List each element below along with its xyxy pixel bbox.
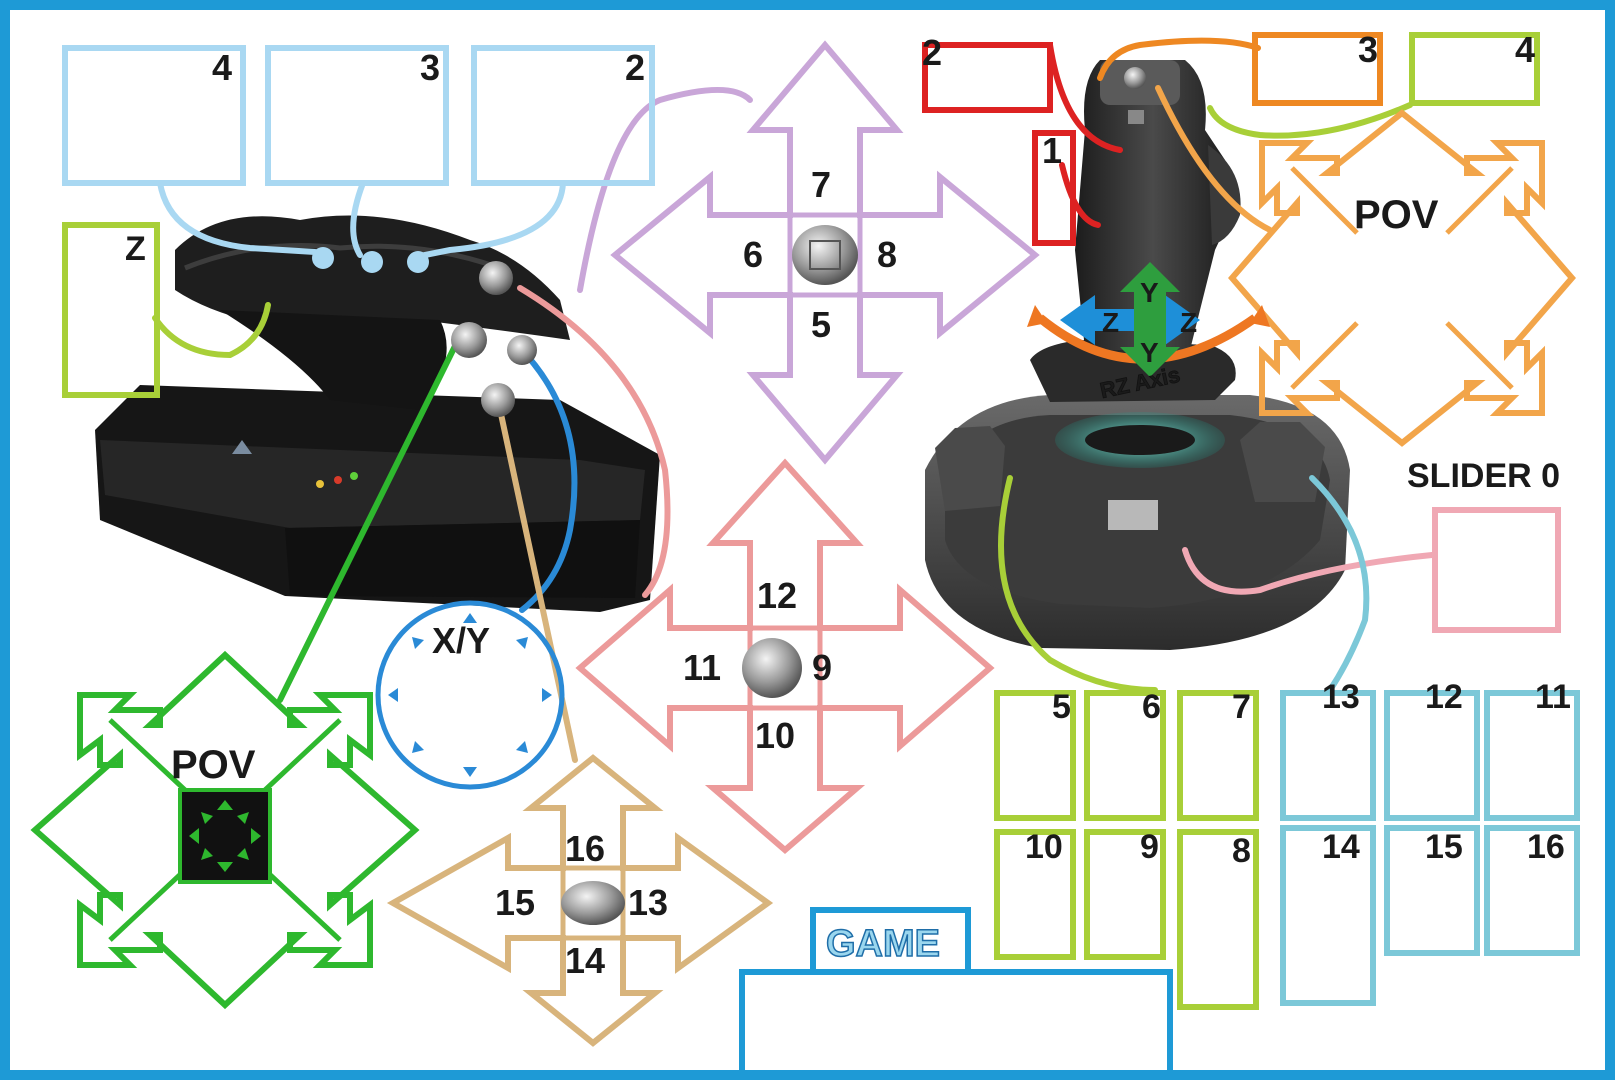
xy-axis-circle: X/Y — [378, 603, 562, 787]
hat2-right-label: 9 — [812, 647, 832, 688]
hat-knob — [742, 638, 802, 698]
throttle-button-boxes: 4 3 2 — [65, 47, 652, 183]
axis-z-right: Z — [1180, 307, 1197, 338]
axis-y-top: Y — [1140, 277, 1159, 308]
bank-button-label: 11 — [1535, 678, 1571, 716]
joy-button-2-box — [925, 45, 1050, 110]
hat1-connector — [580, 90, 750, 290]
bank-button-label: 6 — [1142, 688, 1161, 726]
bank-button-label: 8 — [1232, 832, 1251, 870]
joy-button-4-label: 4 — [1515, 29, 1535, 70]
z-axis-box: Z — [65, 225, 157, 395]
axis-y-bottom: Y — [1140, 337, 1159, 368]
axis-z-left: Z — [1102, 307, 1119, 338]
bank-button-label: 14 — [1322, 828, 1360, 866]
hat1-down-label: 5 — [811, 304, 831, 345]
hat-knob — [561, 881, 625, 925]
throttle-button-label: 3 — [420, 47, 440, 88]
bank-button-label: 7 — [1232, 688, 1251, 726]
joy-button-3-label: 3 — [1358, 29, 1378, 70]
hat1-right-label: 8 — [877, 234, 897, 275]
bank-button-label: 9 — [1140, 828, 1159, 866]
pov-right-label: POV — [1354, 193, 1439, 237]
hat3-left-label: 15 — [495, 882, 535, 923]
throttle-device-image — [95, 216, 660, 613]
bank-button-label: 13 — [1322, 678, 1360, 716]
hat-switch-3: 16 15 13 14 — [393, 758, 768, 1043]
pov-hat-left: POV — [35, 655, 415, 1005]
hat2-left-label: 11 — [683, 647, 721, 688]
xy-label: X/Y — [432, 620, 490, 661]
joy-button-1-label: 1 — [1042, 130, 1062, 171]
hat1-up-label: 7 — [811, 164, 831, 205]
throttle-button-label: 2 — [625, 47, 645, 88]
bank-button-label: 15 — [1425, 828, 1463, 866]
pov-hat-right: POV — [1232, 113, 1572, 443]
hat-knob — [792, 225, 858, 285]
pov-star-outline — [1232, 113, 1572, 443]
hat1-left-label: 6 — [743, 234, 763, 275]
joystick-right-button-bank: 13 12 11 14 15 16 — [1283, 678, 1577, 1003]
hat2-up-label: 12 — [757, 575, 797, 616]
joy-button-2-label: 2 — [922, 32, 942, 73]
z-axis-label: Z — [125, 230, 146, 268]
slider-label: SLIDER 0 — [1407, 457, 1560, 495]
pov-left-label: POV — [171, 743, 256, 787]
hat3-up-label: 16 — [565, 828, 605, 869]
bank-button-label: 10 — [1025, 828, 1063, 866]
hat3-down-label: 14 — [565, 940, 605, 981]
hat3-right-label: 13 — [628, 882, 668, 923]
bank-button-label: 5 — [1052, 688, 1071, 726]
game-label: GAME — [826, 923, 940, 965]
game-title-box: GAME — [742, 910, 1170, 1077]
hat2-down-label: 10 — [755, 715, 795, 756]
bank-button-label: 16 — [1527, 828, 1565, 866]
joystick-left-button-bank: 5 6 7 10 9 8 — [997, 688, 1256, 1007]
slider-0-box: SLIDER 0 — [1407, 457, 1560, 630]
throttle-button-label: 4 — [212, 47, 232, 88]
bank-button-label: 12 — [1425, 678, 1463, 716]
